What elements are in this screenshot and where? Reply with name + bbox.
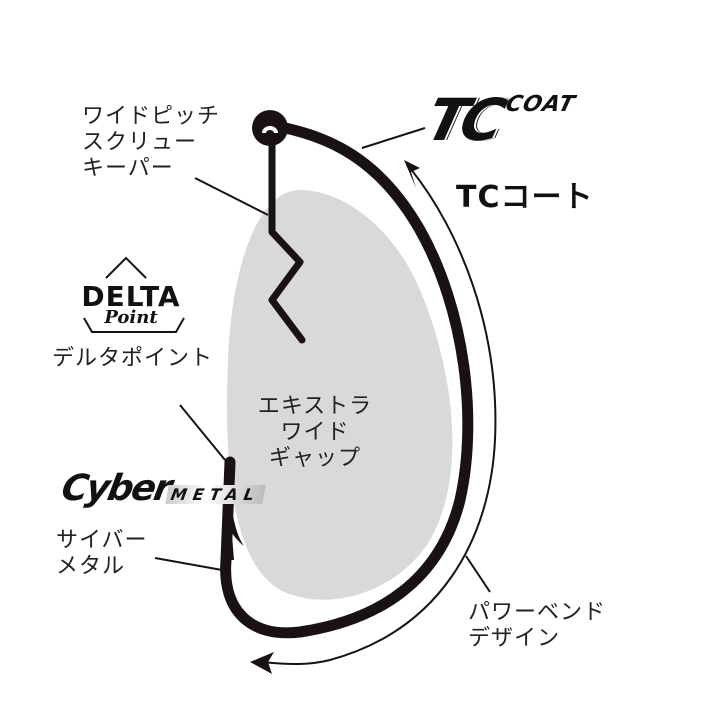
label-line: スクリュー <box>82 130 198 155</box>
delta-logo-triangle-icon <box>105 256 147 279</box>
label-line: パワーベンド <box>468 600 607 625</box>
cyber-metal-logo: Cyber METAL <box>58 468 266 509</box>
cyber-logo-word: Cyber <box>58 468 174 509</box>
leader-screw-keeper <box>194 177 269 216</box>
label-line: ワイドピッチ <box>82 104 221 129</box>
label-delta-point: デルタポイント <box>52 346 214 371</box>
label-line: キーパー <box>82 156 174 181</box>
label-line: エキストラ <box>257 394 373 419</box>
label-line: ワイド <box>280 420 350 445</box>
hook-eye-hole <box>262 126 278 133</box>
delta-logo-word: DELTA <box>81 280 181 313</box>
label-line: サイバー <box>56 528 148 553</box>
leader-cyber-metal <box>154 557 223 571</box>
label-line: ギャップ <box>268 446 361 471</box>
leader-delta-point <box>179 404 226 461</box>
delta-point-logo: DELTA Point <box>56 280 206 328</box>
extra-wide-gap-area <box>226 190 453 600</box>
hook-shank-bend <box>220 119 474 639</box>
tc-logo-big: TC <box>419 86 507 154</box>
hook-barb <box>230 510 244 546</box>
label-power-bend: パワーベンド デザイン <box>468 600 606 652</box>
label-screw-keeper: ワイドピッチ スクリュー キーパー <box>82 104 220 182</box>
delta-logo-base-icon <box>83 317 185 333</box>
label-extra-wide-gap: エキストラ ワイド ギャップ <box>250 394 380 472</box>
label-cyber-metal: サイバー メタル <box>56 528 148 580</box>
screw-keeper <box>268 141 306 344</box>
arrowhead-top-icon <box>404 160 420 188</box>
power-bend-arrow <box>261 167 497 666</box>
leader-tc-coat <box>361 127 426 149</box>
tc-coat-logo: TC COAT <box>420 86 578 154</box>
delta-logo-script: Point <box>104 307 158 328</box>
label-tc-coat: TCコート <box>456 180 594 215</box>
tc-logo-small: COAT <box>502 92 578 117</box>
leader-power-bend <box>465 555 491 593</box>
label-line: メタル <box>56 554 126 579</box>
label-line: デザイン <box>468 626 561 651</box>
cyber-logo-metal: METAL <box>165 485 266 504</box>
arrowhead-bottom-icon <box>250 652 274 674</box>
